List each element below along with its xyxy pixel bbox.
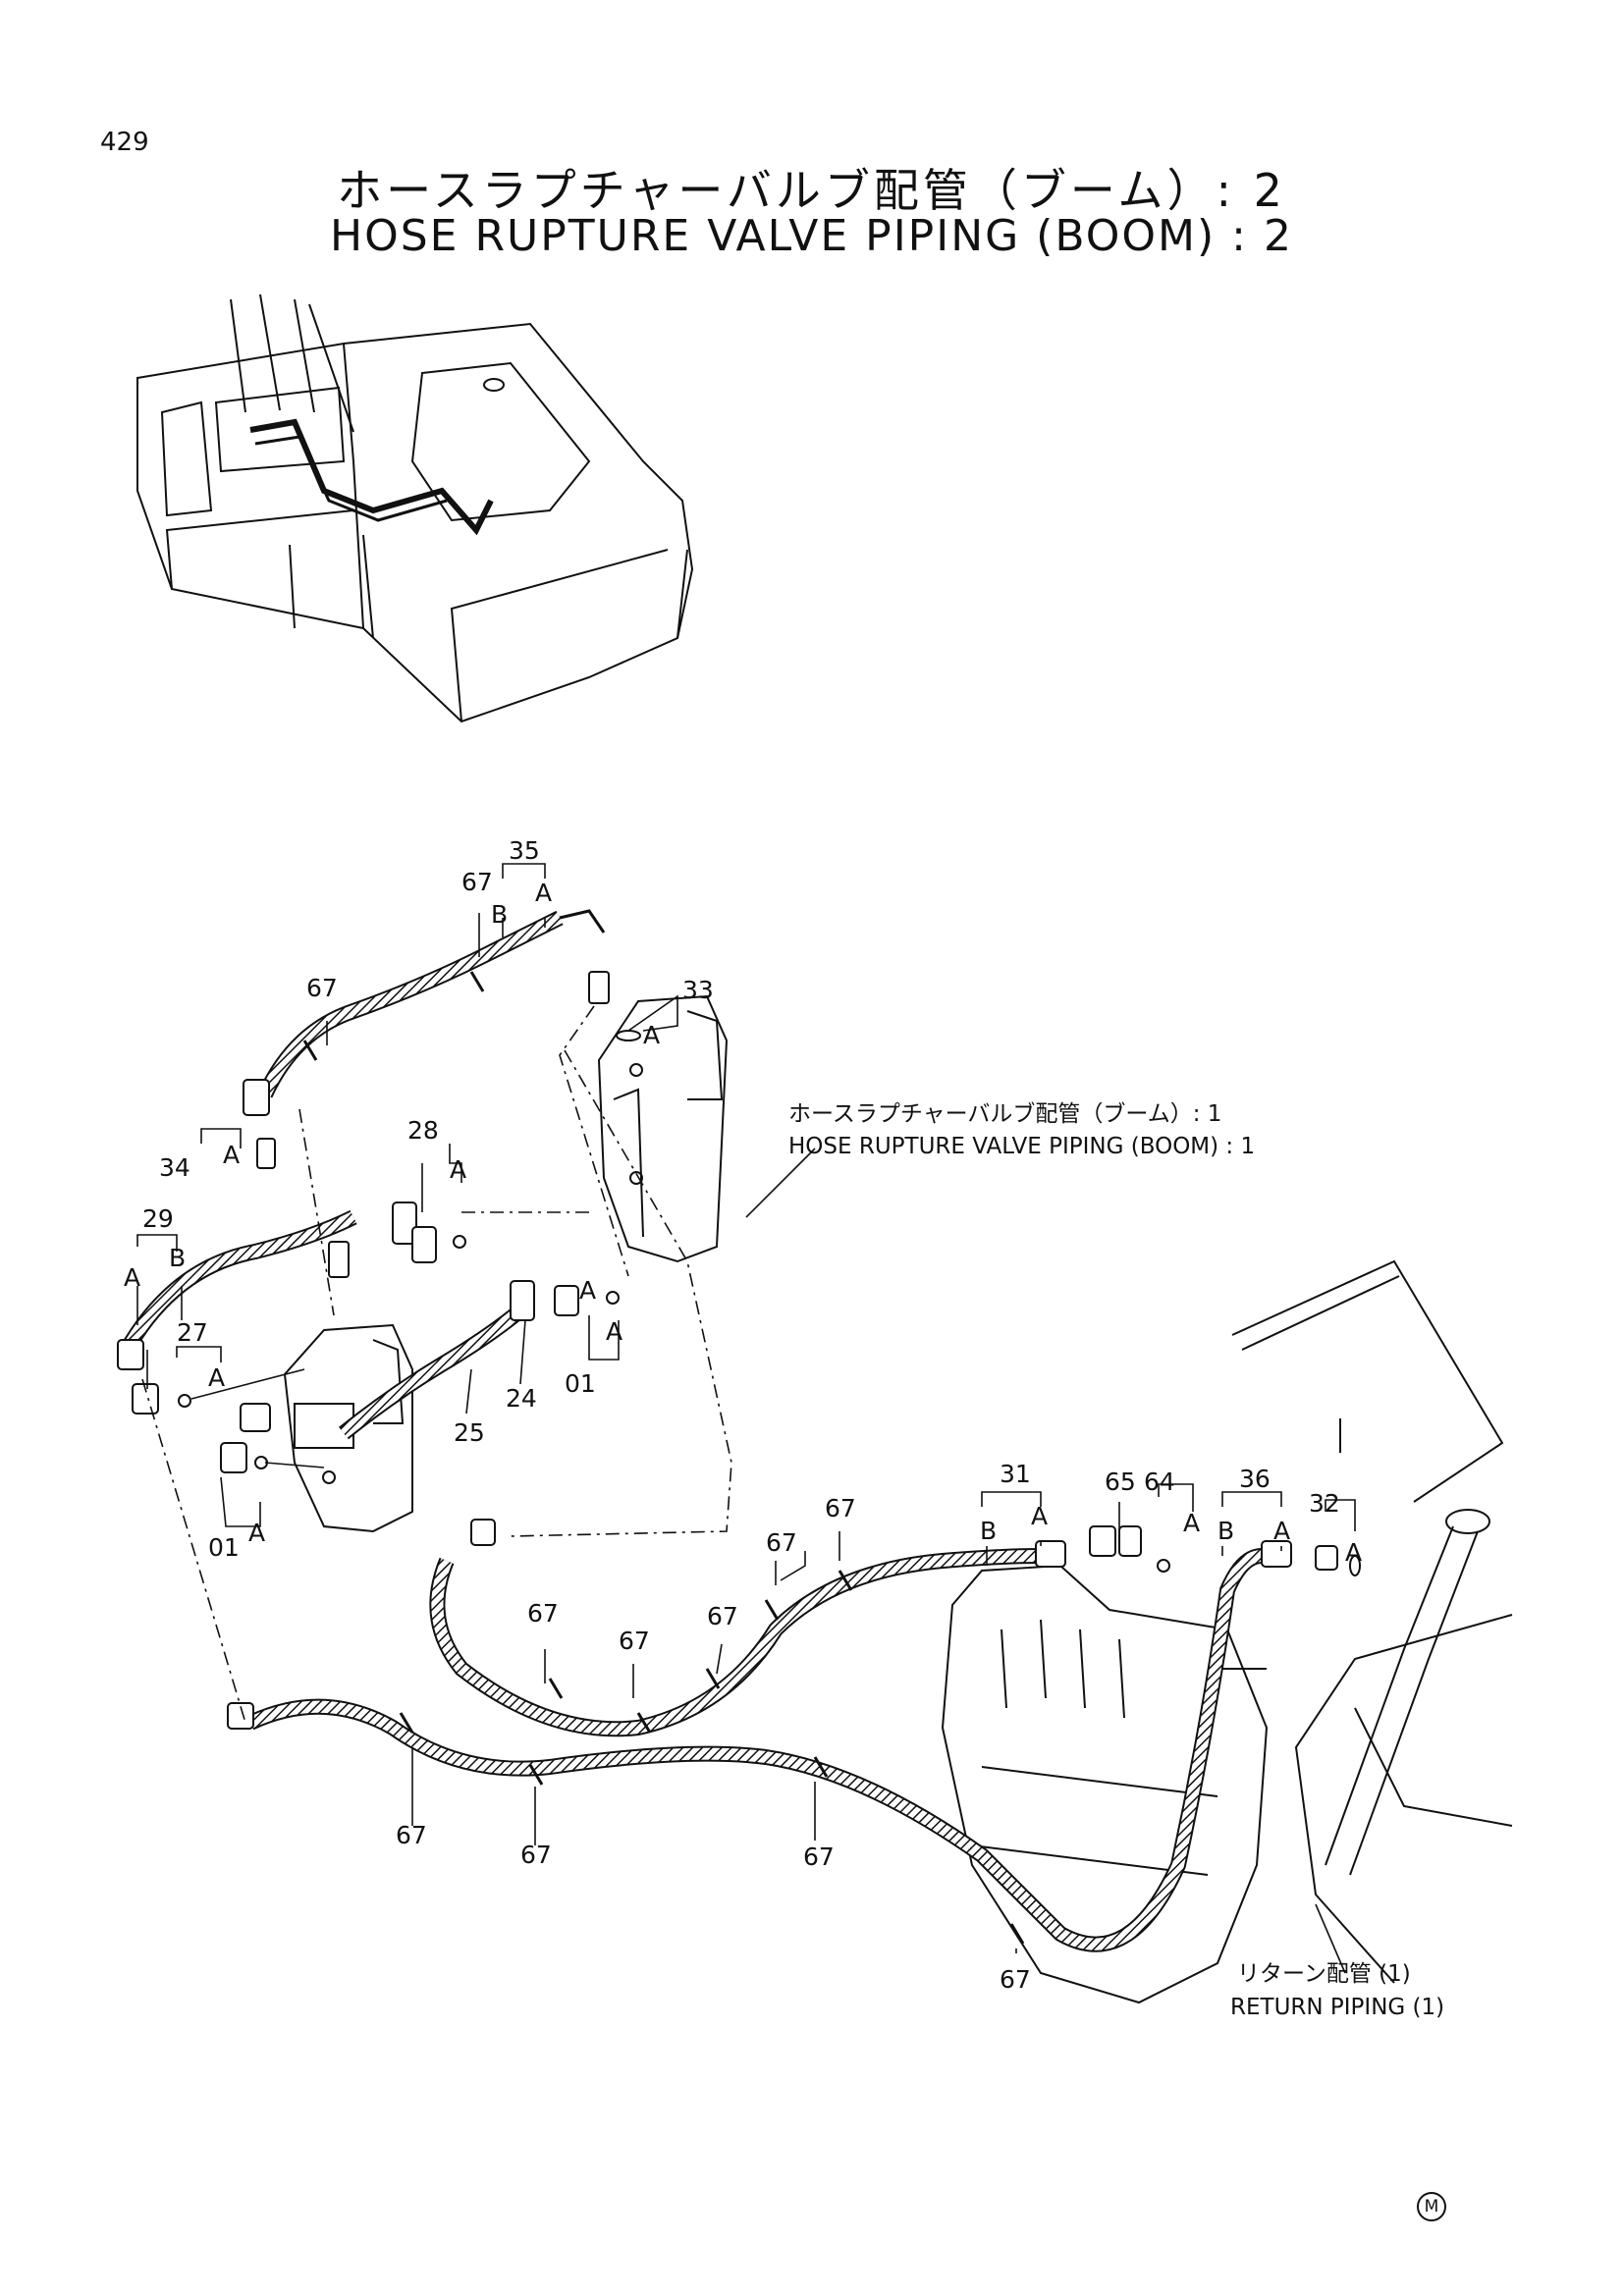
- title-english: HOSE RUPTURE VALVE PIPING (BOOM) : 2: [330, 211, 1293, 261]
- callout-65: 65: [1105, 1468, 1136, 1496]
- callout-67: 67: [619, 1627, 650, 1655]
- callout-35: 35: [509, 836, 540, 865]
- callout-a: A: [223, 1141, 240, 1169]
- callout-a: A: [124, 1263, 140, 1292]
- callout-64: 64: [1144, 1468, 1175, 1496]
- callout-a: A: [1345, 1538, 1362, 1567]
- callout-a: A: [606, 1317, 622, 1346]
- callout-a: A: [1273, 1517, 1290, 1545]
- ref-note-1-en: HOSE RUPTURE VALVE PIPING (BOOM) : 1: [788, 1134, 1255, 1159]
- callout-67: 67: [527, 1599, 559, 1628]
- manufacturer-mark: M: [1417, 2192, 1446, 2221]
- callout-67: 67: [520, 1841, 552, 1869]
- excavator-overview: [136, 294, 694, 723]
- callout-67: 67: [803, 1842, 835, 1871]
- callout-67: 67: [396, 1821, 427, 1849]
- callout-brackets: [136, 863, 1356, 1953]
- leader-lines: [141, 1005, 1346, 1974]
- callout-67: 67: [766, 1528, 797, 1557]
- valve-body-upper: [597, 994, 729, 1263]
- callout-a: A: [535, 879, 552, 907]
- callout-28: 28: [407, 1116, 439, 1145]
- page-number: 429: [100, 128, 149, 157]
- callout-36: 36: [1239, 1465, 1271, 1493]
- ref-note-2-ja: リターン配管 (1): [1237, 1961, 1411, 1987]
- callout-a: A: [1031, 1502, 1048, 1530]
- hose-clamps: [302, 971, 1025, 1945]
- callout-b: B: [169, 1244, 186, 1272]
- callout-a: A: [208, 1363, 225, 1392]
- callout-a: A: [248, 1519, 265, 1547]
- callout-67: 67: [1000, 1965, 1031, 1994]
- callout-67: 67: [461, 868, 493, 896]
- callout-31: 31: [1000, 1460, 1031, 1488]
- callout-a: A: [450, 1155, 466, 1184]
- frame-panel: [1231, 1259, 1513, 1984]
- callout-01: 01: [208, 1533, 240, 1562]
- callout-67: 67: [306, 974, 338, 1002]
- callout-a: A: [1183, 1509, 1200, 1537]
- callout-67: 67: [825, 1494, 856, 1522]
- callout-b: B: [491, 900, 508, 929]
- callout-25: 25: [454, 1418, 485, 1447]
- reference-notes: ホースラプチャーバルブ配管（ブーム）: 1 HOSE RUPTURE VALVE…: [788, 1101, 1444, 2020]
- hoses: [123, 909, 1263, 1952]
- callout-24: 24: [506, 1384, 537, 1413]
- return-pipe: [1325, 1509, 1490, 1876]
- callout-b: B: [1217, 1517, 1234, 1545]
- callout-27: 27: [177, 1318, 208, 1347]
- callout-b: B: [980, 1517, 997, 1545]
- callout-67: 67: [707, 1602, 738, 1630]
- callout-29: 29: [142, 1204, 174, 1233]
- callout-32: 32: [1309, 1489, 1340, 1518]
- callout-a: A: [579, 1276, 596, 1305]
- title-japanese: ホースラプチャーバルブ配管（ブーム）: 2: [337, 164, 1286, 217]
- callout-a: A: [643, 1021, 660, 1049]
- callout-34: 34: [159, 1153, 190, 1182]
- callout-labels: 35 67 A B 67 33 A 28 A 34 A 29 A B 27 A …: [124, 836, 1362, 1994]
- ref-note-2-en: RETURN PIPING (1): [1230, 1995, 1444, 2020]
- fittings: [117, 971, 1361, 1730]
- callout-33: 33: [682, 976, 714, 1004]
- callout-01: 01: [565, 1369, 596, 1398]
- ref-note-1-ja: ホースラプチャーバルブ配管（ブーム）: 1: [788, 1101, 1221, 1127]
